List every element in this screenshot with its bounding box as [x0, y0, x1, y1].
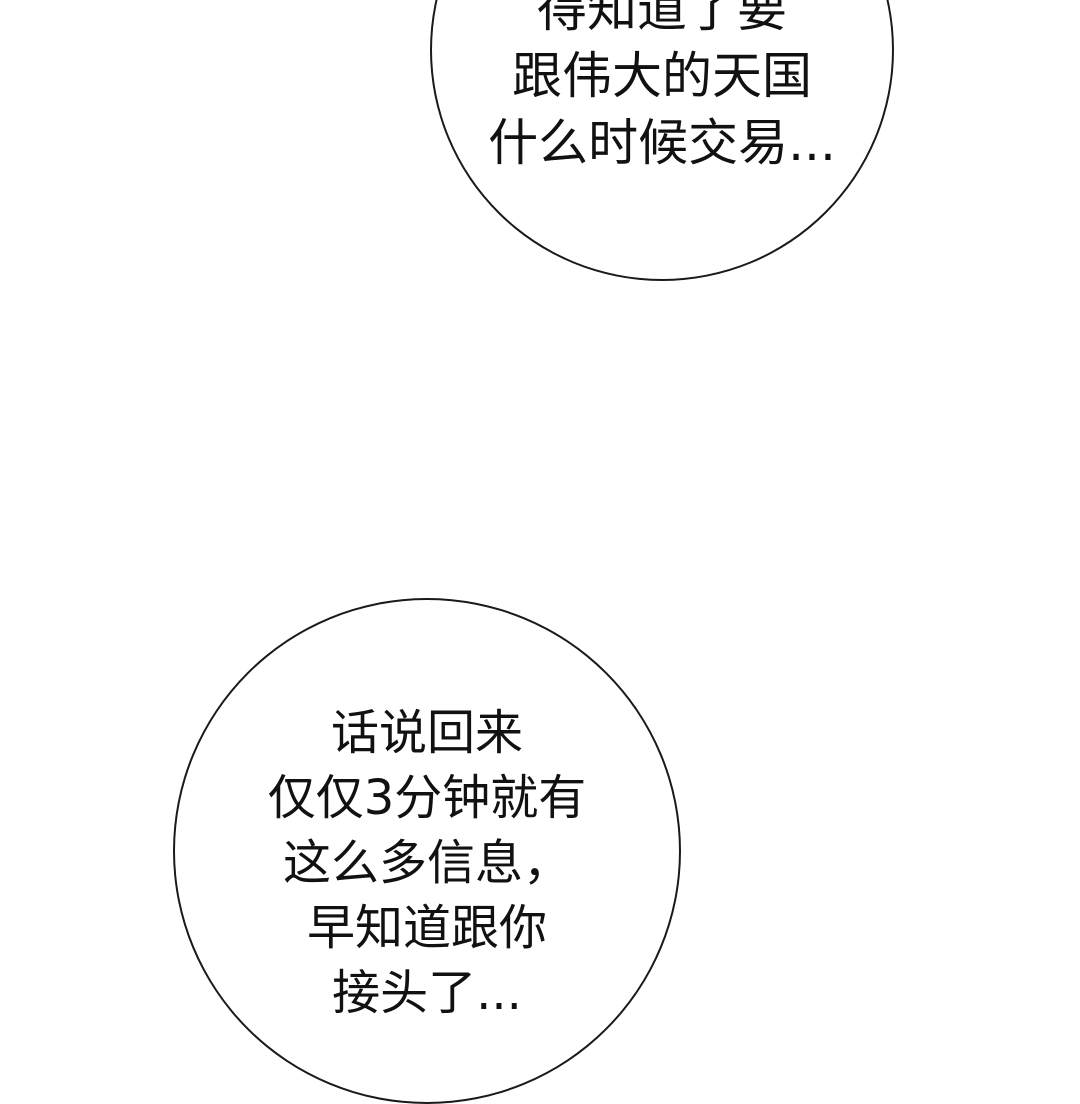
speech-bubble-top: 得知道了要 跟伟大的天国 什么时候交易... [430, 0, 894, 281]
text-line: 什么时候交易... [488, 114, 836, 172]
text-line: 这么多信息， [282, 835, 571, 891]
speech-bubble-bottom: 话说回来 仅仅3分钟就有 这么多信息， 早知道跟你 接头了... [173, 598, 681, 1104]
text-line: 话说回来 [330, 705, 523, 761]
text-line: 得知道了要 [537, 0, 787, 38]
text-line: 仅仅3分钟就有 [267, 770, 587, 826]
bubble-text: 得知道了要 跟伟大的天国 什么时候交易... [432, 0, 892, 177]
text-line: 跟伟大的天国 [512, 47, 812, 105]
text-line: 早知道跟你 [306, 900, 547, 956]
text-line: 接头了... [332, 965, 522, 1021]
bubble-text: 话说回来 仅仅3分钟就有 这么多信息， 早知道跟你 接头了... [175, 701, 679, 1026]
